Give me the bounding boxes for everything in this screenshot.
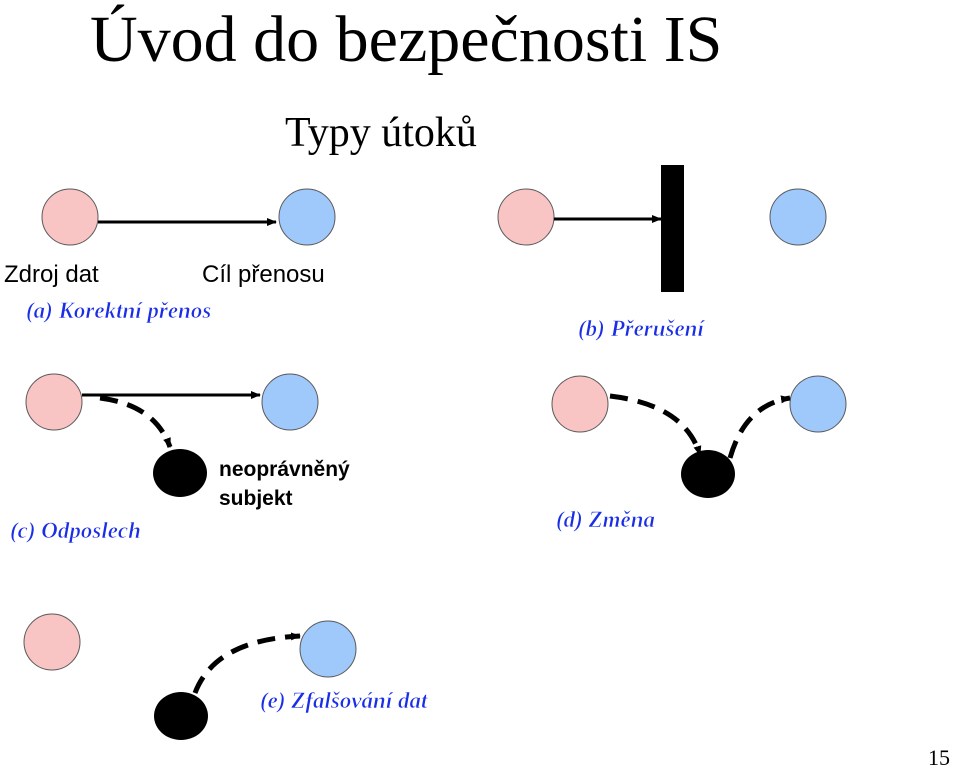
source-node <box>23 613 81 671</box>
target-node <box>299 620 357 678</box>
panel-b-interruption: (b) Přerušení <box>497 165 827 341</box>
panel-d-modification: (d) Změna <box>551 375 847 532</box>
caption-e: (e) Zfalšování dat <box>260 688 428 713</box>
page-title: Úvod do bezpečnosti IS <box>90 3 723 76</box>
source-label: Zdroj dat <box>4 261 99 288</box>
panel-a-correct-transmission: Zdroj dat Cíl přenosu (a) Korektní přeno… <box>4 188 336 323</box>
source-node <box>551 375 609 433</box>
target-node <box>261 373 319 431</box>
target-node <box>769 188 827 246</box>
source-node <box>497 188 555 246</box>
page-number: 15 <box>928 745 950 770</box>
attacker-node <box>681 450 735 498</box>
interruption-barrier <box>661 165 684 292</box>
dashed-arrow-to-target <box>727 395 791 459</box>
page-subtitle: Typy útoků <box>285 110 477 156</box>
caption-b: (b) Přerušení <box>578 316 705 341</box>
source-node <box>41 188 99 246</box>
dashed-arrow-to-attacker <box>609 393 703 456</box>
eavesdrop-dashed-arrow <box>99 395 173 448</box>
attacker-label-line1: neoprávněný <box>219 458 350 481</box>
attacker-label-line2: subjekt <box>219 487 293 510</box>
fabrication-dashed-arrow <box>192 632 301 694</box>
source-node <box>25 373 83 431</box>
caption-d: (d) Změna <box>556 507 655 532</box>
panel-c-interception: neoprávněný subjekt (c) Odposlech <box>10 373 350 543</box>
panel-e-fabrication: (e) Zfalšování dat <box>23 613 428 740</box>
attacker-node <box>154 692 208 740</box>
caption-c: (c) Odposlech <box>10 518 141 543</box>
target-node <box>278 188 336 246</box>
target-label: Cíl přenosu <box>202 261 325 288</box>
attacker-node <box>153 449 207 497</box>
caption-a: (a) Korektní přenos <box>26 298 211 323</box>
target-node <box>789 375 847 433</box>
